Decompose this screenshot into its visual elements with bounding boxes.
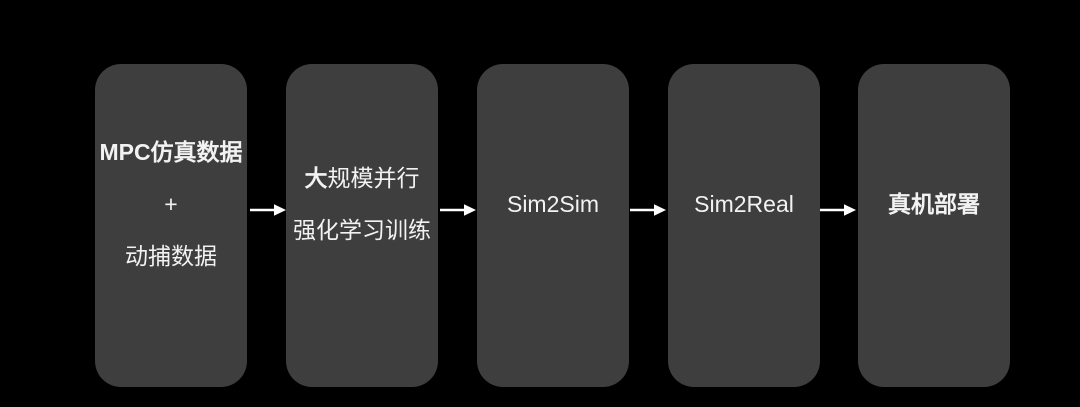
step-content: Sim2Sim [477, 190, 629, 218]
step-content: MPC仿真数据 + 动捕数据 [95, 138, 247, 270]
step-label-rest: 规模并行 [327, 164, 420, 191]
flow-step-deployment: 真机部署 [858, 64, 1010, 387]
flow-step-rl-training: 大规模并行 强化学习训练 [286, 64, 438, 387]
step-content: Sim2Real [668, 190, 820, 218]
step-content: 真机部署 [858, 190, 1010, 218]
arrow-right-icon [250, 204, 286, 216]
step-label-mocap-data: 动捕数据 [125, 242, 217, 269]
flow-step-data-sources: MPC仿真数据 + 动捕数据 [95, 64, 247, 387]
plus-sign: + [164, 190, 178, 217]
arrow-right-icon [630, 204, 666, 216]
step-label-rl-training: 强化学习训练 [293, 216, 431, 243]
step-label-sim2real: Sim2Real [694, 190, 794, 217]
step-label-massively-parallel: 大规模并行 [286, 164, 438, 192]
step-label-prefix: 大 [304, 164, 328, 191]
arrow-right-icon [440, 204, 476, 216]
flow-step-sim2real: Sim2Real [668, 64, 820, 387]
arrow-right-icon [820, 204, 856, 216]
flow-step-sim2sim: Sim2Sim [477, 64, 629, 387]
step-label-mpc-sim-data: MPC仿真数据 [99, 138, 243, 165]
step-label-real-robot-deployment: 真机部署 [888, 190, 980, 217]
step-label-sim2sim: Sim2Sim [506, 190, 599, 217]
step-content: 大规模并行 强化学习训练 [286, 164, 438, 244]
